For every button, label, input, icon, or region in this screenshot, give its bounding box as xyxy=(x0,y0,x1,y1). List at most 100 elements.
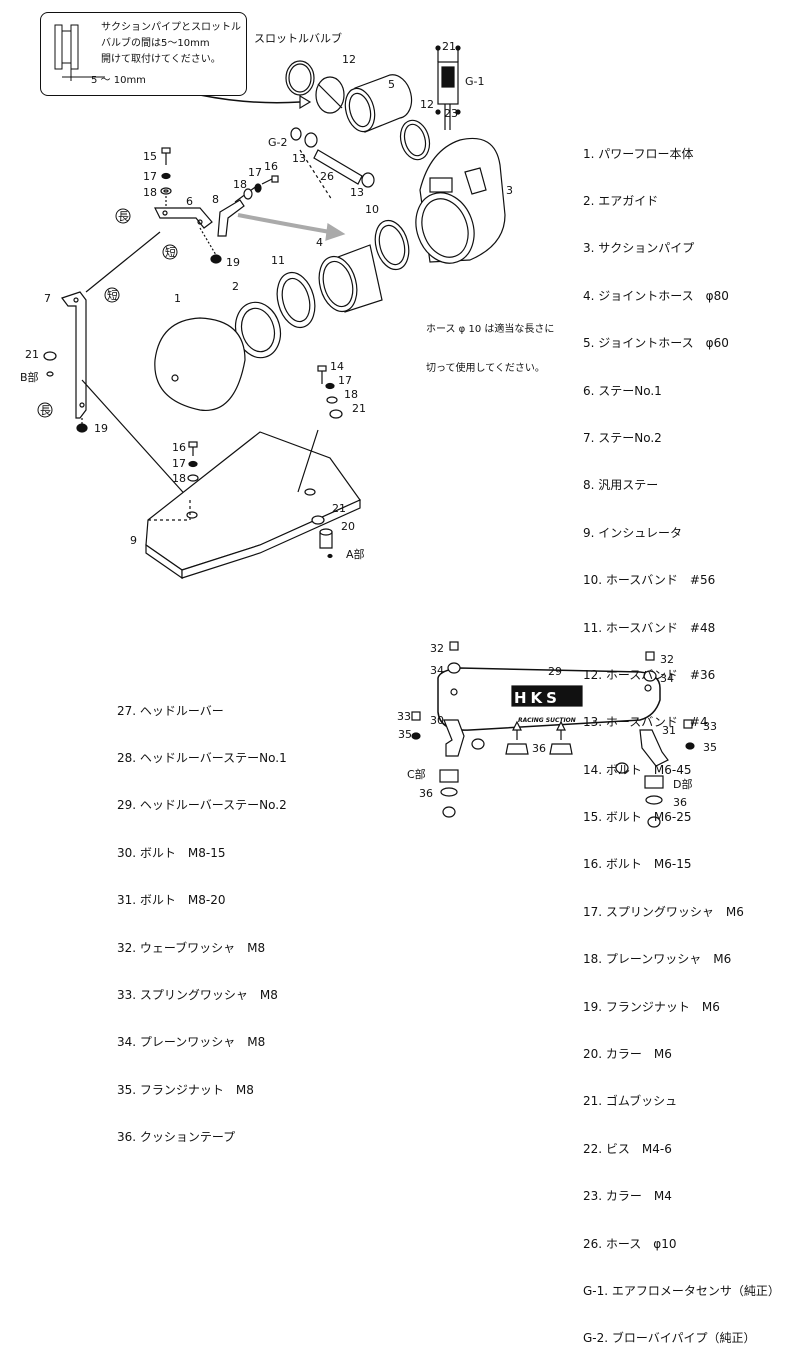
callout-arrow xyxy=(199,94,301,104)
callout-line-1: サクションパイプとスロットル xyxy=(101,22,241,33)
num-11: 11 xyxy=(271,254,285,267)
part-item: 10. ホースバンド #56 xyxy=(583,573,716,588)
num-23: 23 xyxy=(444,107,458,120)
num-12: 12 xyxy=(342,53,356,66)
part-item: 12. ホースバンド #36 xyxy=(583,667,716,682)
callout-line-2: バルブの間は5～10mm xyxy=(101,38,210,49)
parts-list-main: 1. パワーフロー本体 2. エアガイド 3. サクションパイプ 4. ジョイン… xyxy=(583,115,780,1363)
cushion-tape-36 xyxy=(505,743,529,755)
num-17: 17 xyxy=(143,170,157,183)
hose-note-line-2: 切って使用してください。 xyxy=(426,363,545,374)
generic-stay-8 xyxy=(217,199,245,237)
num-6: 6 xyxy=(186,195,193,208)
num-18d: 18 xyxy=(172,472,186,485)
part-item: 26. ホース φ10 xyxy=(583,1236,677,1251)
throttle-valve-label: スロットルバルブ xyxy=(254,31,342,45)
stay-6 xyxy=(154,207,213,229)
hose-band-12-top xyxy=(285,60,315,96)
label-d-part: D部 xyxy=(673,777,692,791)
num-18: 18 xyxy=(143,186,157,199)
part-item: 33. スプリングワッシャ M8 xyxy=(117,987,278,1002)
hose-band-11 xyxy=(276,271,316,329)
hose-band-12 xyxy=(315,76,345,114)
part-item: 32. ウェーブワッシャ M8 xyxy=(117,940,266,955)
hose-band-10 xyxy=(374,219,410,271)
part-item: 22. ビス M4-6 xyxy=(583,1141,672,1156)
num-21c: 21 xyxy=(332,502,346,515)
part-item: 19. フランジナット M6 xyxy=(583,999,720,1014)
num-29: 31 xyxy=(662,724,676,737)
num-34: 36 xyxy=(419,787,433,800)
part-item: 21. ゴムブッシュ xyxy=(583,1094,678,1109)
louver-stay-28 xyxy=(443,719,465,757)
num-16b: 16 xyxy=(172,441,186,454)
num-15: 15 xyxy=(143,150,157,163)
exploded-parts-diagram: 12 5 21 G-1 12 23 G-2 13 26 13 3 15 17 1… xyxy=(20,31,717,828)
num-34b: 36 xyxy=(673,796,687,809)
num-33b: 35 xyxy=(703,741,717,754)
hose-26 xyxy=(313,149,363,185)
part-item: 16. ボルト M6-15 xyxy=(583,857,692,872)
callout-line-3: 開けて取付けてください。 xyxy=(101,54,221,65)
num-20: 20 xyxy=(341,520,355,533)
num-3: 3 xyxy=(506,184,513,197)
blowby-pipe-g2 xyxy=(290,127,302,141)
callout-dimension: 5 ～ 10mm xyxy=(91,75,146,86)
part-item: 14. ボルト M6-45 xyxy=(583,762,692,777)
part-item: 8. 汎用ステー xyxy=(583,478,659,493)
num-21b: 21 xyxy=(352,402,366,415)
power-flow-body-1 xyxy=(154,317,246,411)
part-item: 36. クッションテープ xyxy=(117,1130,236,1145)
part-item: G-1. エアフロメータセンサ（純正） xyxy=(583,1283,780,1298)
bolt-15 xyxy=(161,147,171,154)
part-item: 1. パワーフロー本体 xyxy=(583,146,694,161)
part-item: 18. プレーンワッシャ M6 xyxy=(583,952,732,967)
num-10: 10 xyxy=(365,203,379,216)
part-item: 34. プレーンワッシャ M8 xyxy=(117,1035,266,1050)
hose-note: ホース φ 10 は適当な長さに 切って使用してください。 xyxy=(426,297,554,388)
part-item: 23. カラー M4 xyxy=(583,1189,672,1204)
num-18c: 18 xyxy=(344,388,358,401)
num-28: 30 xyxy=(430,714,444,727)
part-item: 9. インシュレータ xyxy=(583,525,683,540)
long-mark-2: 長 xyxy=(40,404,51,417)
clearance-callout: サクションパイプとスロットル バルブの間は5～10mm 開けて取付けてください。… xyxy=(40,12,247,96)
clearance-sketch xyxy=(54,24,105,81)
num-4: 4 xyxy=(316,236,323,249)
num-27: 29 xyxy=(548,665,562,678)
part-item: 13. ホースバンド #4 xyxy=(583,715,708,730)
part-item: 27. ヘッドルーバー xyxy=(117,703,224,718)
num-36: 36 xyxy=(532,742,546,755)
part-item: 35. フランジナット M8 xyxy=(117,1082,254,1097)
num-8: 8 xyxy=(212,193,219,206)
part-item: 4. ジョイントホース φ80 xyxy=(583,288,729,303)
label-c-part: C部 xyxy=(407,767,426,781)
rubber-bush-21-b xyxy=(43,351,57,361)
part-item: 7. ステーNo.2 xyxy=(583,430,662,445)
num-30b: 32 xyxy=(660,653,674,666)
num-7: 7 xyxy=(44,292,51,305)
num-5: 5 xyxy=(388,78,395,91)
num-26: 26 xyxy=(320,170,334,183)
part-item: 20. カラー M6 xyxy=(583,1047,672,1062)
part-item: 15. ボルト M6-25 xyxy=(583,810,692,825)
part-item: G-2. ブローバイパイプ（純正） xyxy=(583,1331,756,1346)
num-30: 32 xyxy=(430,642,444,655)
parts-list-louver: 27. ヘッドルーバー 28. ヘッドルーバーステーNo.1 29. ヘッドルー… xyxy=(117,672,287,1162)
part-item: 31. ボルト M8-20 xyxy=(117,893,226,908)
num-2: 2 xyxy=(232,280,239,293)
long-mark-1: 長 xyxy=(118,210,129,223)
num-22: 21 xyxy=(442,40,456,53)
racing-suction-text: RACING SUCTION xyxy=(518,717,576,724)
label-g1: G-1 xyxy=(465,75,485,88)
short-mark-1: 短 xyxy=(165,245,176,259)
flange-nut-19 xyxy=(210,254,222,264)
num-9: 9 xyxy=(130,534,137,547)
num-13: 13 xyxy=(292,152,306,165)
num-13b: 13 xyxy=(350,186,364,199)
hose-note-line-1: ホース φ 10 は適当な長さに xyxy=(426,324,555,335)
label-g2: G-2 xyxy=(268,136,288,149)
num-18b: 18 xyxy=(233,178,247,191)
num-17c: 17 xyxy=(338,374,352,387)
num-19: 19 xyxy=(226,256,240,269)
